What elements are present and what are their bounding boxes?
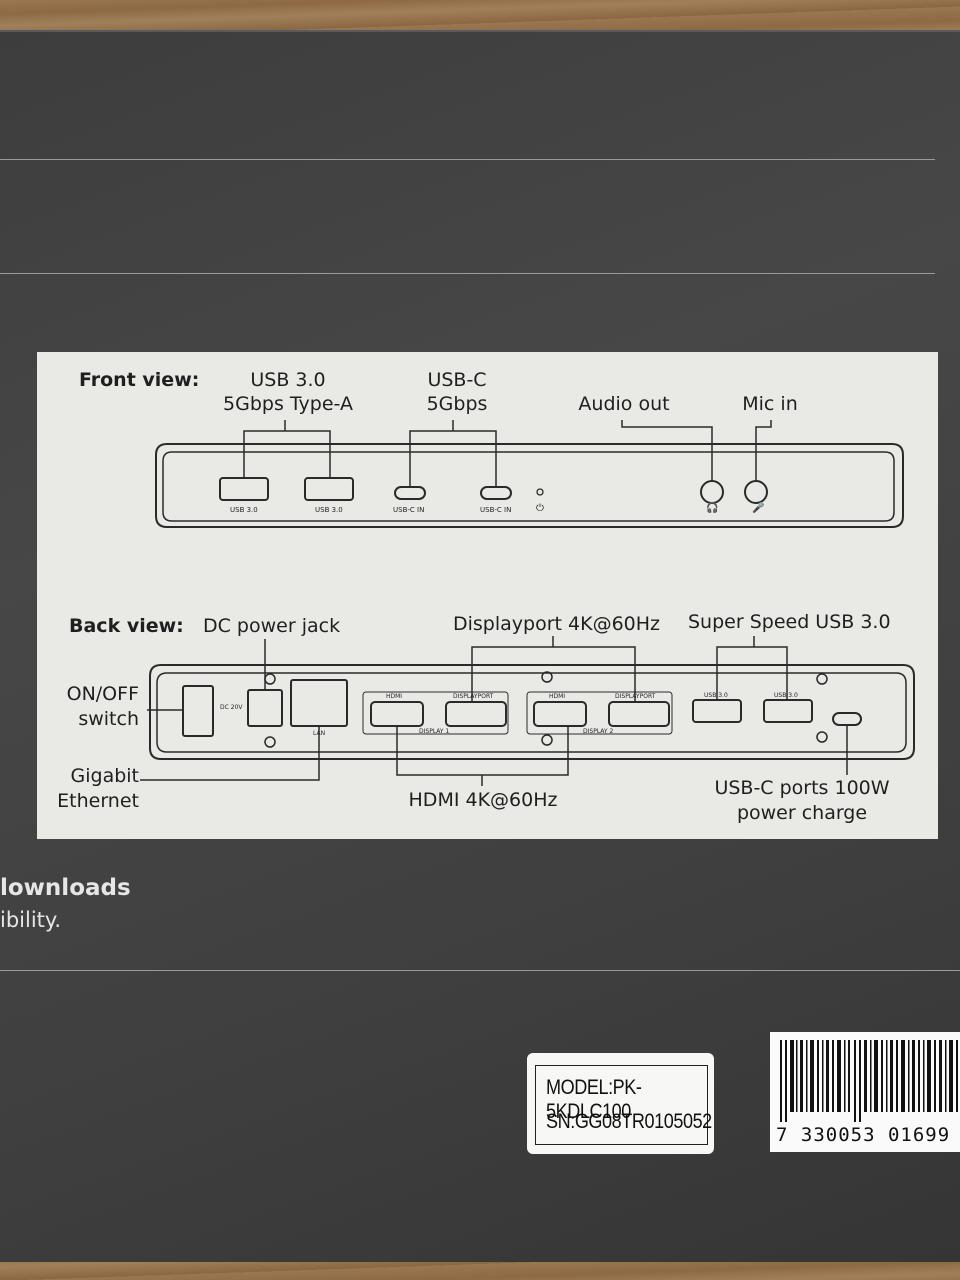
port-diagram-panel: Front view: USB 3.0 5Gbps Type-A USB-C 5… xyxy=(37,352,938,839)
port-hdmi2-label: HDMI xyxy=(549,693,566,700)
ethernet-label-line2: Ethernet xyxy=(57,790,139,812)
back-usb-port-1 xyxy=(692,699,742,723)
port-usb1-label: USB 3.0 xyxy=(704,692,728,699)
front-device-outline xyxy=(155,443,904,528)
dc-power-jack-label: DC power jack xyxy=(203,615,341,637)
serial-number: SN:GG08TR0105052 xyxy=(546,1110,712,1133)
display2-label: DISPLAY 2 xyxy=(583,728,614,735)
displayport-label: Displayport 4K@60Hz xyxy=(453,613,661,635)
front-port-usbc-1: USB-C IN xyxy=(393,506,425,514)
barcode-label: 7 330053 01699 xyxy=(770,1032,960,1152)
onoff-label-line2: switch xyxy=(78,708,139,730)
mic-in-label: Mic in xyxy=(742,393,798,415)
divider-line-1 xyxy=(0,159,935,160)
front-audio-jack xyxy=(700,480,724,504)
front-usb-c-port-1 xyxy=(394,486,426,500)
sticker-border: MODEL:PK-5KDLC100 SN:GG08TR0105052 xyxy=(535,1065,712,1145)
back-power-switch xyxy=(182,685,214,737)
front-usb-a-port-2 xyxy=(304,477,354,501)
front-port-usbc-2: USB-C IN xyxy=(480,506,512,514)
usb-c-label-line2: 5Gbps xyxy=(426,393,488,415)
usb-a-label-line2: 5Gbps Type-A xyxy=(223,393,353,415)
downloads-text: lownloads xyxy=(0,875,131,901)
front-port-usb30-1: USB 3.0 xyxy=(230,506,258,514)
model-number: MODEL:PK-5KDLC100 xyxy=(546,1076,642,1123)
port-dp2-label: DISPLAYPORT xyxy=(615,693,656,700)
front-usb-a-port-1 xyxy=(219,477,269,501)
display1-label: DISPLAY 1 xyxy=(419,728,450,735)
headphone-icon: 🎧 xyxy=(706,503,719,514)
onoff-label-line1: ON/OFF xyxy=(66,683,139,705)
back-usb-port-2 xyxy=(763,699,813,723)
divider-line-2 xyxy=(0,273,935,274)
audio-out-label: Audio out xyxy=(578,393,670,415)
back-dp-port-2 xyxy=(608,701,670,727)
front-port-usb30-2: USB 3.0 xyxy=(315,506,343,514)
port-hdmi1-label: HDMI xyxy=(386,693,403,700)
front-usb-c-port-2 xyxy=(480,486,512,500)
front-view-title: Front view: xyxy=(79,369,200,391)
hdmi-label: HDMI 4K@60Hz xyxy=(408,789,558,811)
model-sticker: MODEL:PK-5KDLC100 SN:GG08TR0105052 xyxy=(527,1053,714,1154)
back-dc-jack xyxy=(247,689,283,727)
back-device-outline xyxy=(149,664,915,760)
microphone-icon: 🎤 xyxy=(752,503,765,514)
back-dp-port-1 xyxy=(445,701,507,727)
usb-c-label-line1: USB-C xyxy=(427,369,487,391)
usb-a-label-line1: USB 3.0 xyxy=(250,369,326,391)
display1-group xyxy=(362,691,509,735)
front-mic-jack xyxy=(744,480,768,504)
compatibility-text: ibility. xyxy=(0,908,62,932)
port-dp1-label: DISPLAYPORT xyxy=(453,693,494,700)
barcode-bars xyxy=(780,1040,958,1122)
barcode-digits: 7 330053 01699 xyxy=(776,1124,951,1146)
back-usb-c-port xyxy=(832,712,862,726)
port-usb2-label: USB 3.0 xyxy=(774,692,798,699)
back-lan-port xyxy=(290,679,348,727)
ethernet-label-line1: Gigabit xyxy=(70,765,140,787)
port-lan-label: LAN xyxy=(313,730,326,737)
port-diagram xyxy=(140,420,915,786)
super-speed-usb-label: Super Speed USB 3.0 xyxy=(688,611,891,633)
usbc-power-label-line2: power charge xyxy=(736,802,868,824)
usbc-power-label-line1: USB-C ports 100W xyxy=(714,777,890,799)
back-view-title: Back view: xyxy=(69,615,184,637)
display2-group xyxy=(526,691,673,735)
back-hdmi-port-1 xyxy=(370,701,424,727)
power-icon: ⏻ xyxy=(536,503,544,514)
port-dc-label: DC 20V xyxy=(220,704,243,711)
divider-line-3 xyxy=(0,970,960,971)
front-power-led xyxy=(536,488,544,496)
back-hdmi-port-2 xyxy=(533,701,587,727)
